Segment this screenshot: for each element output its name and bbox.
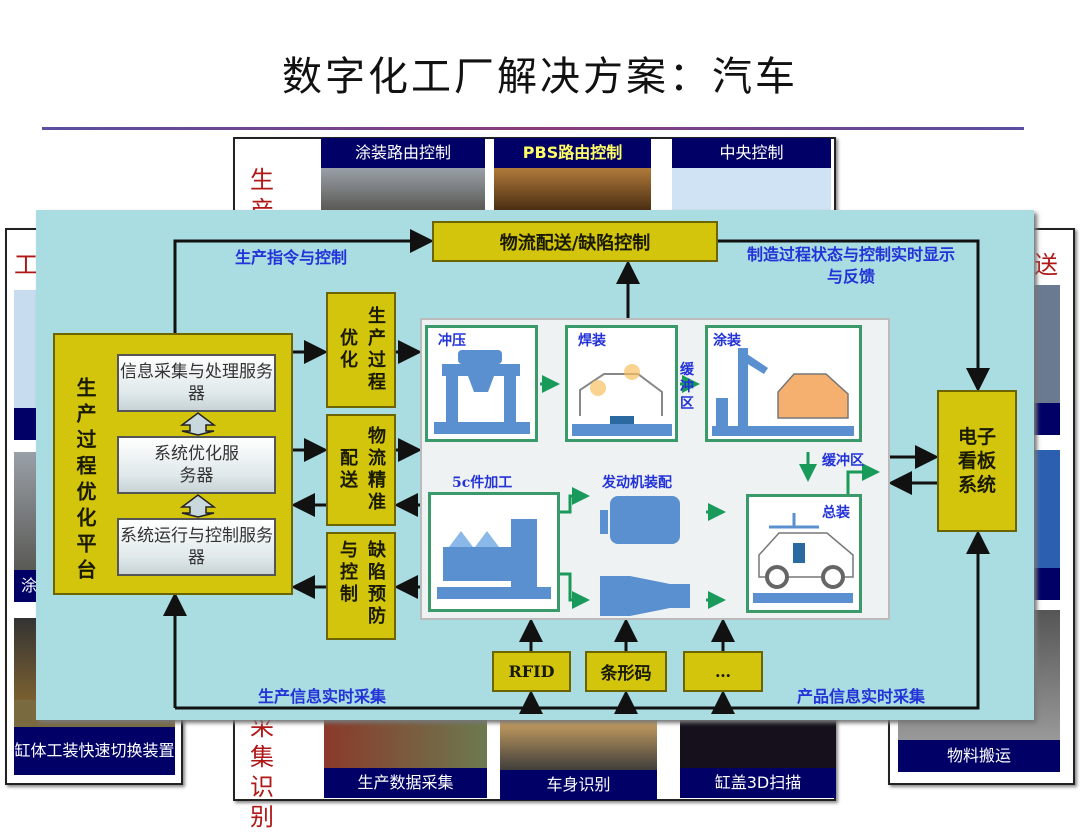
photo-pbs	[494, 168, 651, 210]
engine-icon	[600, 496, 680, 544]
server-link-arrows	[179, 412, 217, 518]
welding-car-icon	[572, 364, 672, 436]
station-final-assembly	[746, 494, 862, 613]
photo-data-collection	[324, 720, 487, 768]
right-photo-2	[1034, 450, 1060, 568]
top-label-paint-routing: 涂装路由控制	[321, 138, 485, 168]
top-label-central-control: 中央控制	[672, 138, 831, 168]
flow-arrows	[540, 375, 880, 616]
station-parts-machining	[428, 492, 560, 612]
label-final-assembly: 总装	[822, 505, 850, 521]
machining-icon	[437, 519, 551, 599]
flow-label-product-info: 产品信息实时采集	[797, 687, 926, 706]
box-text: 物流精准	[365, 426, 386, 514]
logistics-delivery-box: 配送物流精准	[326, 414, 396, 526]
collector-rfid: RFID	[492, 651, 571, 692]
bottom-label-data-collection: 生产数据采集	[324, 768, 487, 798]
bottom-label-body-id: 车身识别	[500, 770, 657, 800]
press-icon	[434, 350, 530, 434]
label-welding: 焊装	[578, 333, 606, 349]
right-label-2	[1034, 568, 1060, 600]
label-engine-assembly: 发动机装配	[602, 475, 672, 491]
page-title: 数字化工厂解决方案：汽车	[282, 54, 798, 100]
photo-painting	[321, 168, 485, 210]
production-optimization-box: 优化生产过程	[326, 292, 396, 408]
photo-body-id	[500, 720, 657, 772]
label-production-execution: 生产执行	[250, 166, 274, 210]
flow-label-production-info: 生产信息实时采集	[258, 687, 387, 706]
station-stamping	[425, 325, 538, 442]
label-parts-machining: 5c件加工	[452, 475, 513, 491]
title-divider	[42, 127, 1024, 130]
painting-robot-icon	[712, 348, 854, 436]
left-panel-heading: 工	[14, 251, 38, 279]
photo-central-control	[672, 168, 831, 210]
box-text: 配送	[337, 448, 358, 492]
defect-prevention-box: 与控制缺陷预防	[326, 532, 396, 640]
logistics-defect-control-box: 物流配送/缺陷控制	[432, 221, 718, 262]
right-photo-1	[1034, 285, 1060, 403]
left-bottom-label: 缸体工装快速切换装置	[14, 727, 175, 775]
right-bottom-label: 物料搬运	[898, 740, 1060, 772]
server-operation-control: 系统运行与控制服务器	[117, 518, 276, 576]
collector-barcode: 条形码	[585, 651, 667, 692]
box-text: 优化	[337, 328, 358, 372]
box-text: 与控制	[337, 540, 358, 606]
assembly-car-icon	[753, 513, 854, 603]
right-label-1	[1034, 403, 1060, 435]
bottom-label-3d-scan: 缸盖3D扫描	[680, 768, 836, 798]
top-label-pbs-routing: PBS路由控制	[494, 138, 651, 168]
platform-title: 生产过程优化平台	[73, 377, 97, 585]
photo-3d-scan	[680, 720, 836, 768]
server-info-collection: 信息采集与处理服务器	[117, 354, 276, 412]
flow-label-command: 生产指令与控制	[235, 248, 348, 267]
box-text: 生产过程	[365, 306, 386, 394]
station-painting	[705, 325, 862, 442]
label-buffer-1: 缓冲区	[680, 362, 694, 412]
label-buffer-2: 缓冲区	[822, 453, 864, 469]
transmission-icon	[600, 576, 690, 616]
connector-lines	[163, 229, 990, 714]
station-welding	[565, 325, 678, 442]
label-painting: 涂装	[713, 333, 741, 349]
collector-more: …	[683, 651, 763, 692]
box-text: 缺陷预防	[365, 540, 386, 628]
electronic-kanban-box: 电子看板系统	[937, 390, 1017, 532]
label-stamping: 冲压	[438, 333, 466, 349]
right-panel-heading: 送	[1034, 251, 1058, 279]
flow-label-feedback: 制造过程状态与控制实时显示与反馈	[746, 245, 955, 286]
server-system-optimization: 系统优化服务器	[117, 436, 276, 494]
